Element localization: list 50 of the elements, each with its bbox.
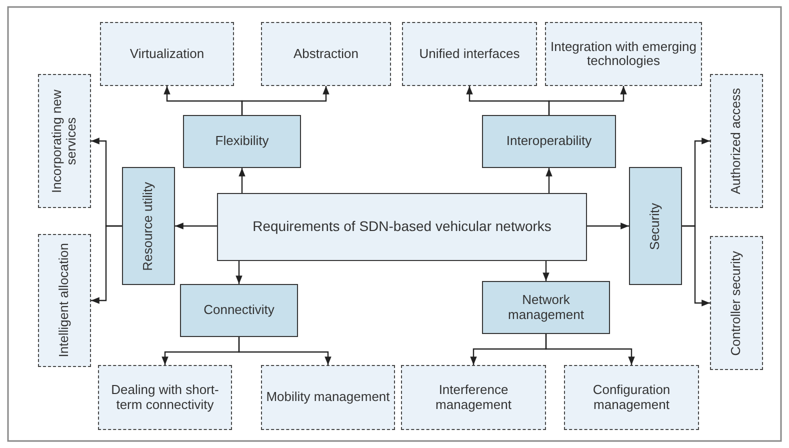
box-label: Network management [507, 291, 585, 324]
subrequirement-box [710, 236, 763, 370]
arrow [682, 225, 710, 306]
box-label: Dealing with short-term connectivity [110, 381, 220, 414]
box-label: Requirements of SDN-based vehicular networks [252, 217, 552, 236]
subrequirement-box [401, 365, 546, 430]
box-label: Unified interfaces [418, 44, 521, 63]
subrequirement-box [710, 74, 763, 208]
box-label: Interference management [434, 381, 512, 414]
arrow [542, 261, 550, 281]
box-label: Interoperability [505, 132, 593, 150]
arrow [546, 168, 552, 193]
subrequirement-box [261, 365, 395, 430]
box-label: Abstraction [292, 44, 360, 63]
central-box [217, 193, 587, 261]
requirement-box [183, 115, 301, 168]
requirement-box [482, 115, 616, 168]
subrequirement-box [38, 74, 91, 208]
subrequirement-box [38, 234, 91, 367]
subrequirement-box [261, 22, 391, 86]
box-label: Connectivity [202, 301, 276, 320]
arrow [548, 86, 627, 115]
arrow [238, 337, 332, 365]
requirement-box [122, 167, 175, 285]
requirement-box [629, 167, 682, 285]
box-label: Security [646, 202, 664, 252]
arrow [238, 168, 246, 193]
box-label: Resource utility [139, 180, 156, 272]
box-label: Controller security [727, 250, 744, 358]
requirement-box [482, 281, 610, 334]
arrow [241, 86, 330, 115]
box-label: Virtualization [128, 44, 206, 63]
requirement-box [180, 284, 298, 337]
arrow [587, 222, 629, 230]
box-label: Mobility management [265, 388, 391, 406]
subrequirement-box [100, 22, 234, 86]
arrow [545, 334, 635, 365]
box-label: Flexibility [214, 132, 270, 150]
subrequirement-box [98, 365, 232, 430]
box-label: Integration with emerging technologies [550, 38, 698, 70]
arrow [175, 222, 217, 230]
arrow [236, 261, 242, 284]
subrequirement-box [545, 22, 702, 86]
arrow [91, 225, 122, 304]
subrequirement-box [564, 365, 699, 430]
box-label: Configuration management [592, 381, 672, 414]
box-label: Intelligent allocation [55, 242, 72, 360]
subrequirement-box [402, 22, 537, 86]
box-label: Authorized access [727, 86, 744, 196]
box-label: Incorporating new services [48, 88, 80, 195]
